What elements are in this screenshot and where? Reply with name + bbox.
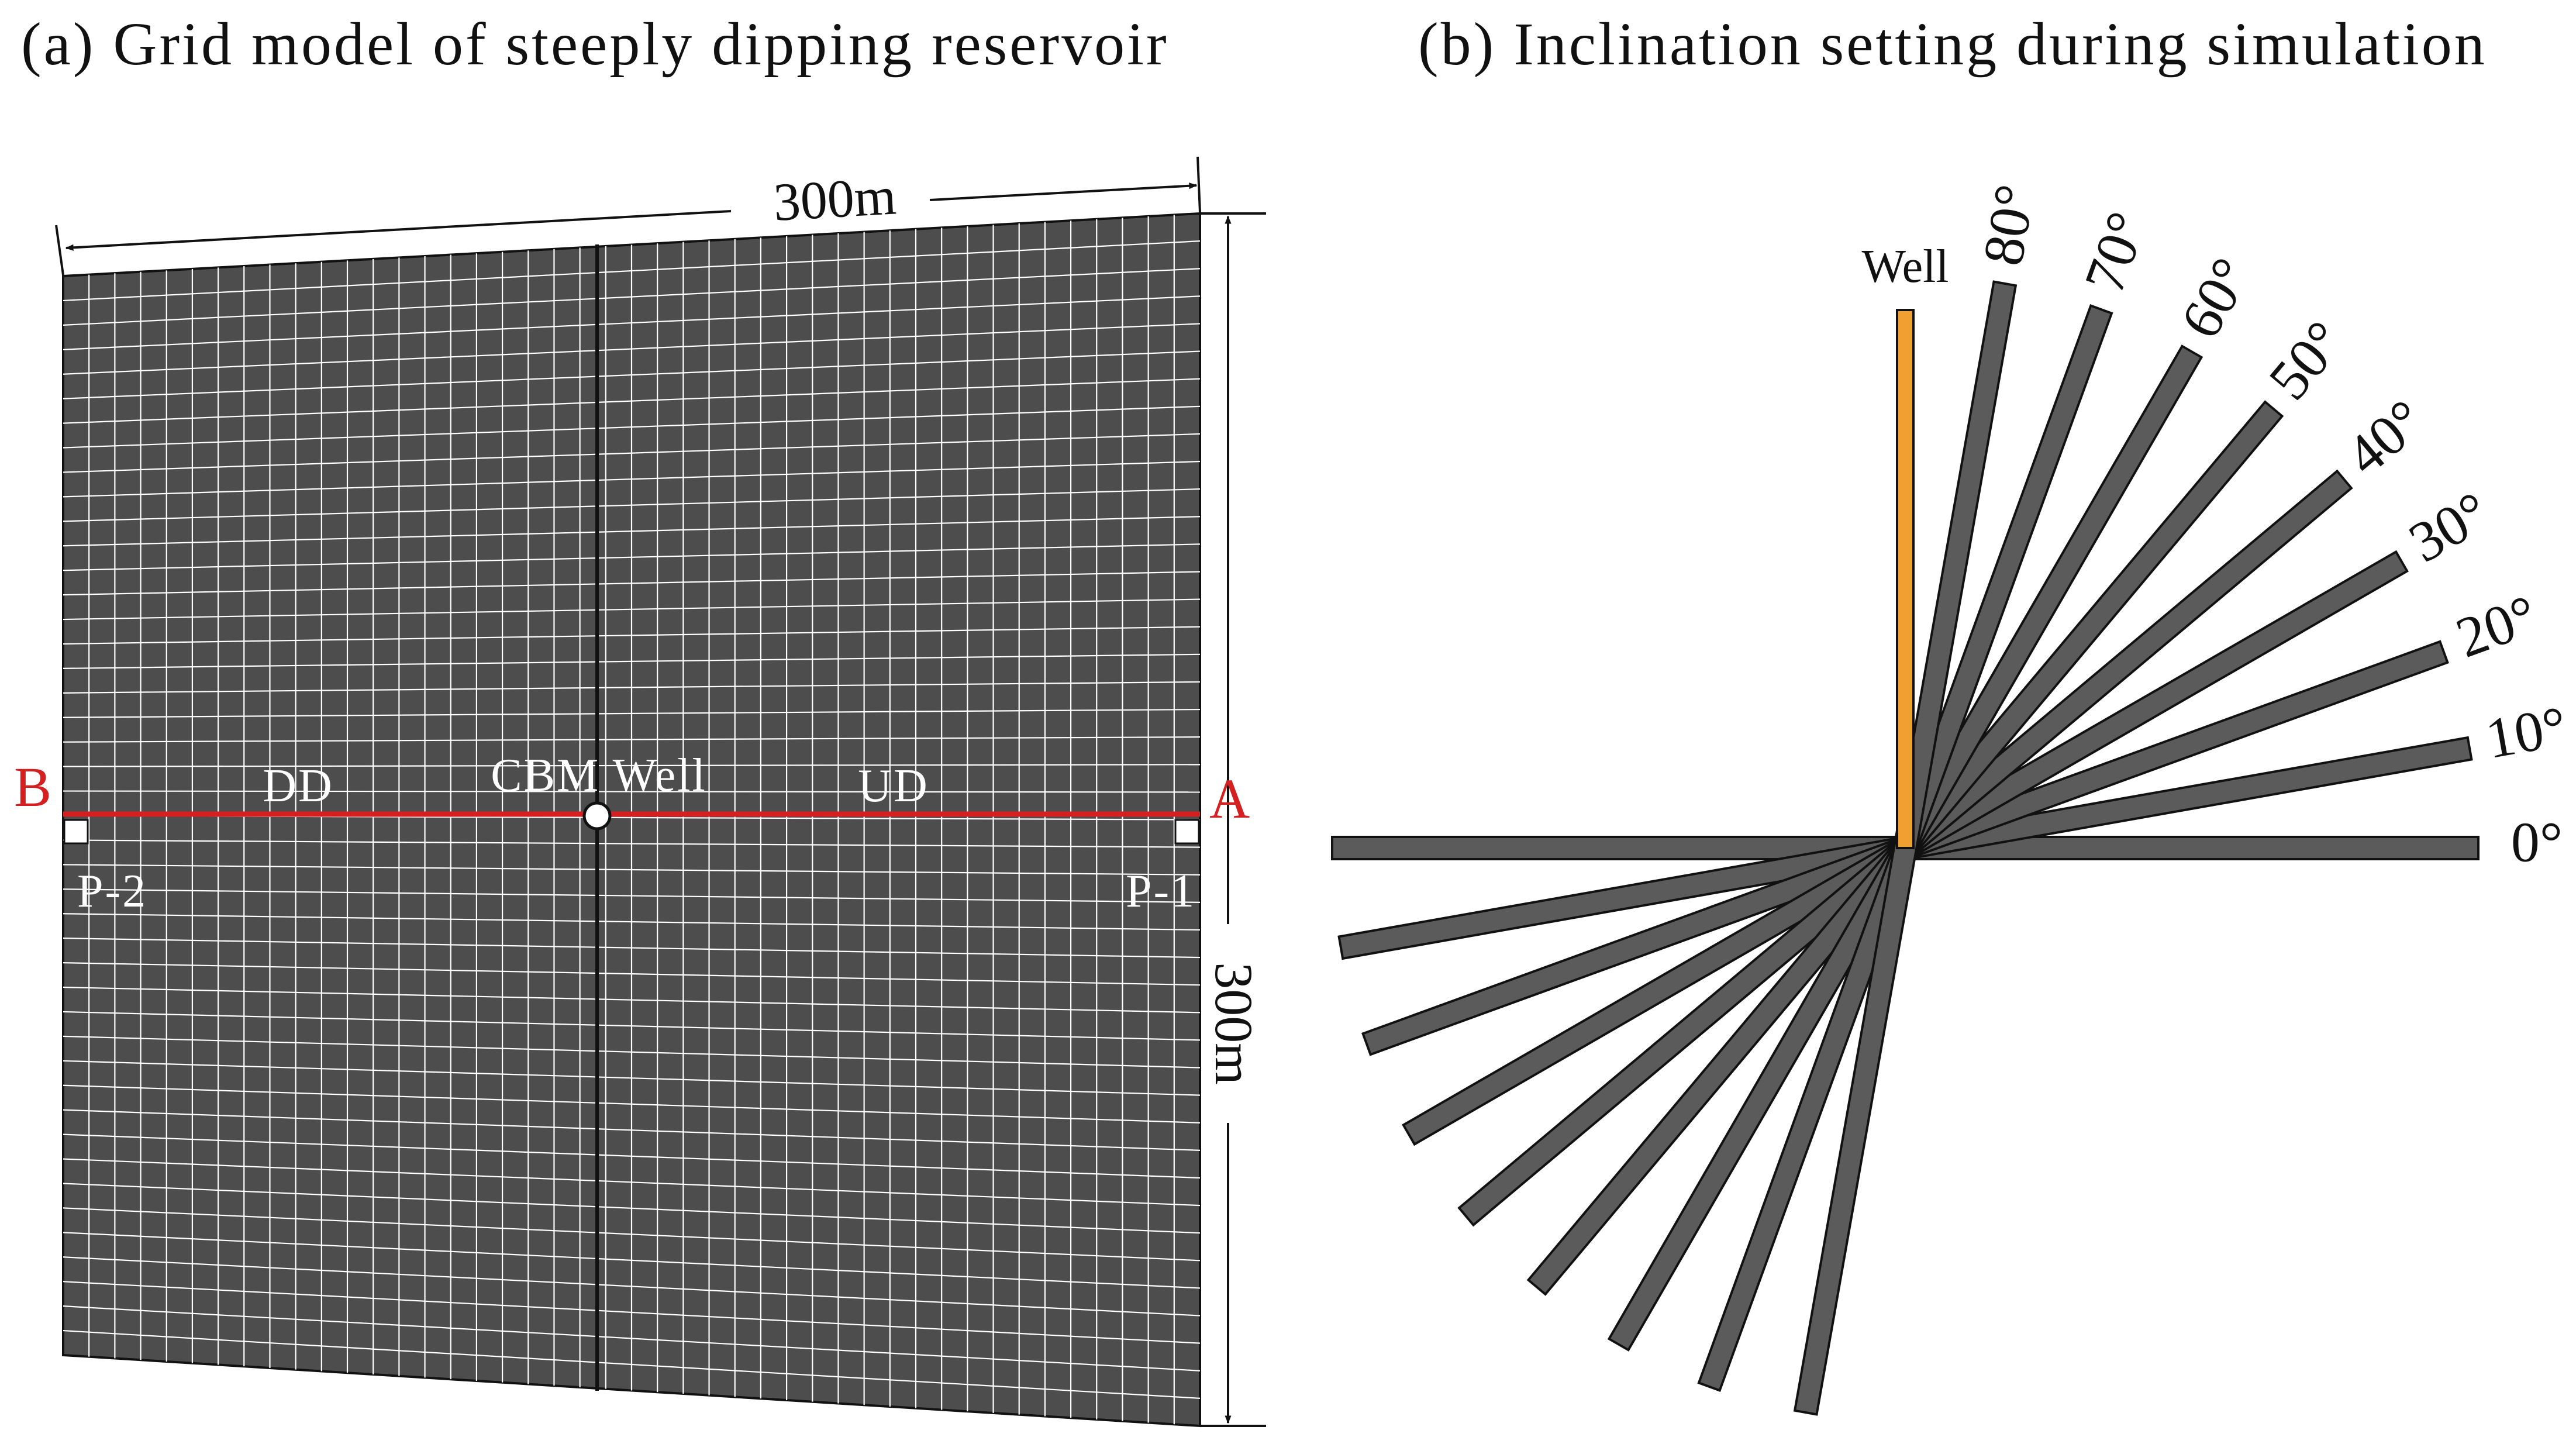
well-label: Well <box>1861 241 1949 292</box>
panel-b-title: (b) Inclination setting during simulatio… <box>1418 11 2487 78</box>
profile-end-b: B <box>14 756 51 818</box>
down-dip-label: DD <box>263 760 334 812</box>
panel-b: (b) Inclination setting during simulatio… <box>1331 11 2571 1416</box>
grid-line-horizontal <box>63 1183 1200 1234</box>
top-dimension-tick-right <box>1196 156 1201 213</box>
inclination-label-50: 50° <box>2257 309 2357 412</box>
inclination-label-70: 70° <box>2072 204 2159 301</box>
cbm-well-marker <box>582 801 612 831</box>
grid-line-horizontal <box>63 1133 1200 1179</box>
grid-line-horizontal <box>63 864 1200 876</box>
inclination-label-10: 10° <box>2481 695 2571 771</box>
grid-line-horizontal <box>63 1060 1200 1096</box>
top-dimension-tick-left <box>55 225 64 275</box>
top-dimension: 300m <box>55 156 1201 275</box>
inclination-label-60: 60° <box>2169 248 2264 349</box>
side-dimension: 300m <box>1200 212 1266 1427</box>
grid-line-horizontal <box>63 1011 1200 1041</box>
inclination-label-20: 20° <box>2449 583 2546 670</box>
panel-a-title: (a) Grid model of steeply dipping reserv… <box>21 11 1169 78</box>
grid-line-horizontal <box>63 1232 1200 1289</box>
top-dimension-arrow-right <box>929 182 1198 201</box>
grid-line-horizontal <box>63 986 1200 1014</box>
monitor-point-p2 <box>63 819 89 845</box>
well-bar <box>1896 309 1915 849</box>
grid-line-horizontal <box>63 1158 1200 1207</box>
inclination-label-0: 0° <box>2511 811 2563 874</box>
grid-line-horizontal <box>63 1305 1200 1371</box>
side-dimension-label: 300m <box>1204 962 1264 1085</box>
profile-end-a: A <box>1209 767 1250 830</box>
grid-line-horizontal <box>63 1329 1200 1399</box>
inclination-label-40: 40° <box>2334 388 2437 488</box>
grid-line-horizontal <box>63 938 1200 959</box>
grid-line-horizontal <box>63 888 1200 903</box>
inclination-label-80: 80° <box>1971 180 2047 270</box>
reservoir-grid <box>62 212 1201 1428</box>
grid-line-horizontal <box>63 1109 1200 1151</box>
grid-line-horizontal <box>63 913 1200 931</box>
grid-line-horizontal <box>63 839 1200 848</box>
monitor-point-p2-label: P-2 <box>77 866 147 917</box>
grid-line-horizontal <box>63 962 1200 986</box>
grid-line-horizontal <box>63 1035 1200 1069</box>
grid-line-horizontal <box>63 1084 1200 1124</box>
grid-line-horizontal <box>63 1256 1200 1317</box>
panel-a: (a) Grid model of steeply dipping reserv… <box>14 11 1266 1428</box>
cbm-well-label: CBM Well <box>491 750 706 801</box>
top-dimension-arrow-left <box>65 210 732 251</box>
monitor-point-p1-label: P-1 <box>1126 866 1196 917</box>
grid-line-horizontal <box>63 1207 1200 1262</box>
grid-line-horizontal <box>63 1281 1200 1344</box>
monitor-point-p1 <box>1174 819 1200 845</box>
up-dip-label: UD <box>858 760 929 812</box>
inclination-label-30: 30° <box>2399 480 2500 575</box>
top-dimension-label: 300m <box>772 166 898 232</box>
